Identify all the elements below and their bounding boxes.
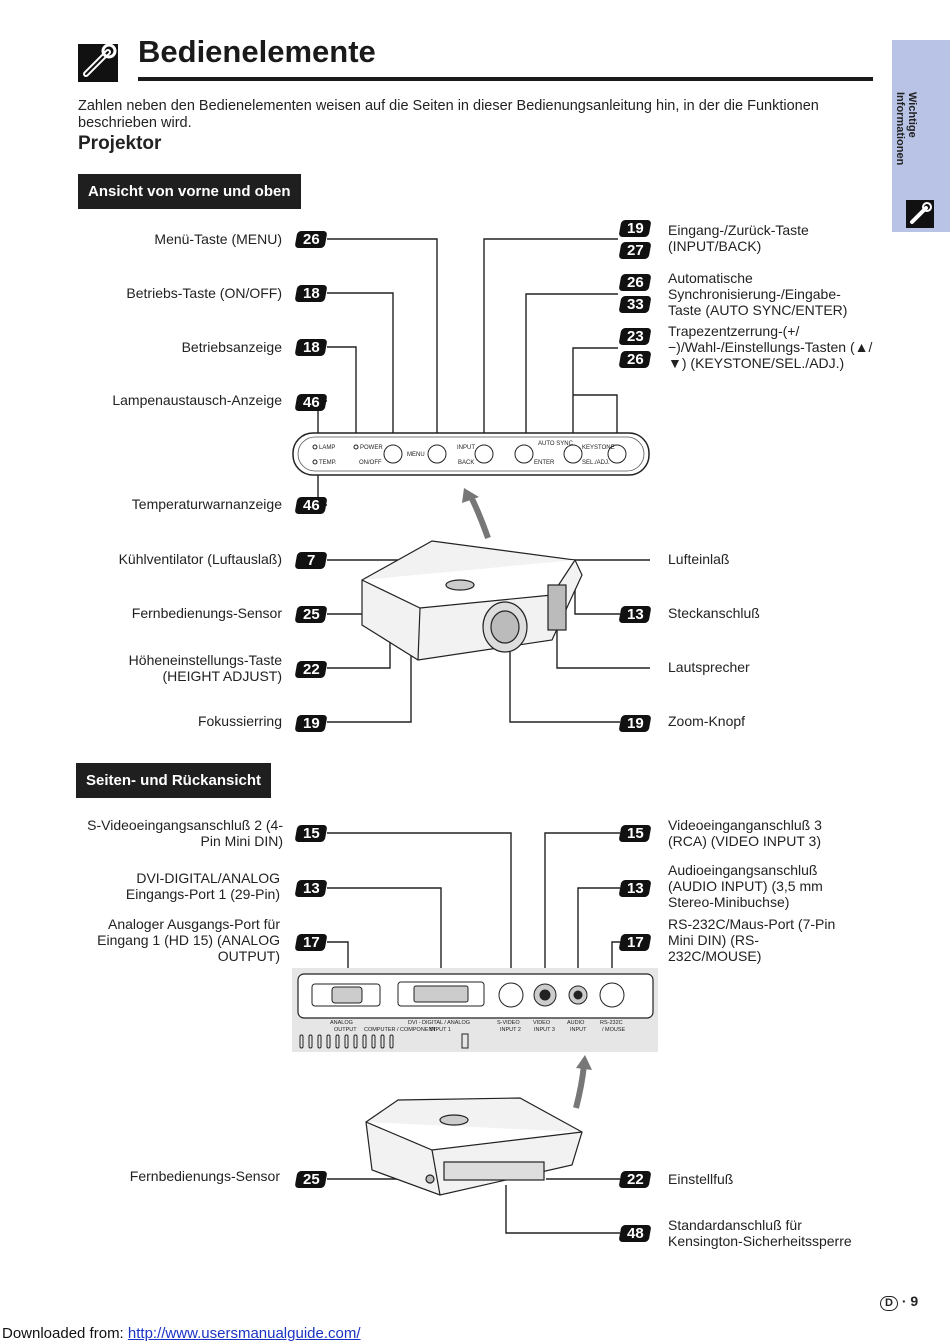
label-lamp-indicator: Lampenaustausch-Anzeige bbox=[112, 392, 282, 408]
projector-rear-illustration bbox=[365, 1097, 583, 1196]
label-adjust-foot: Einstellfuß bbox=[668, 1171, 734, 1187]
page-badge: 19 bbox=[618, 715, 652, 732]
page-badge: 19 bbox=[618, 220, 652, 237]
svg-text:INPUT 3: INPUT 3 bbox=[534, 1027, 555, 1033]
label-analog-output: Analoger Ausgangs-Port für Eingang 1 (HD… bbox=[97, 916, 280, 964]
svg-text:TEMP.: TEMP. bbox=[319, 460, 337, 466]
label-cooling-fan: Kühlventilator (Luftauslaß) bbox=[118, 551, 282, 567]
svg-text:/ MOUSE: / MOUSE bbox=[602, 1027, 626, 1033]
label-air-intake: Lufteinlaß bbox=[668, 551, 730, 567]
svg-text:KEYSTONE: KEYSTONE bbox=[582, 445, 615, 451]
label-rs232c-port: RS-232C/Maus-Port (7-Pin Mini DIN) (RS-2… bbox=[668, 916, 836, 964]
page-badge: 26 bbox=[618, 274, 652, 291]
svg-text:INPUT 2: INPUT 2 bbox=[500, 1027, 521, 1033]
svg-text:RS-232C: RS-232C bbox=[600, 1020, 623, 1026]
label-kensington: Standardanschluß für Kensington-Sicherhe… bbox=[668, 1217, 852, 1249]
section-rear-bar: Seiten- und Rückansicht bbox=[76, 763, 272, 798]
page-badge: 46 bbox=[294, 497, 328, 514]
page-badge: 46 bbox=[294, 394, 328, 411]
svg-text:INPUT: INPUT bbox=[457, 445, 475, 451]
svg-text:ANALOG: ANALOG bbox=[330, 1020, 353, 1026]
svg-text:LAMP: LAMP bbox=[319, 445, 335, 451]
svg-text:POWER: POWER bbox=[360, 445, 383, 451]
page-badge: 22 bbox=[294, 661, 328, 678]
section-heading: Projektor bbox=[78, 133, 162, 154]
page-badge: 25 bbox=[294, 606, 328, 623]
label-zoom-knob: Zoom-Knopf bbox=[668, 713, 746, 729]
svg-text:S-VIDEO: S-VIDEO bbox=[497, 1020, 520, 1026]
page-badge: 15 bbox=[618, 825, 652, 842]
control-panel-illustration: LAMP TEMP. POWER ON/OFF MENU INPUT BACK … bbox=[292, 432, 650, 476]
page-badge: 13 bbox=[618, 606, 652, 623]
label-temp-indicator: Temperaturwarnanzeige bbox=[131, 496, 282, 512]
page-badge: 17 bbox=[294, 934, 328, 951]
page-badge: 13 bbox=[294, 880, 328, 897]
label-power-button: Betriebs-Taste (ON/OFF) bbox=[126, 285, 282, 301]
svg-text:INPUT 1: INPUT 1 bbox=[430, 1027, 451, 1033]
svg-text:VIDEO: VIDEO bbox=[533, 1020, 551, 1026]
svg-text:OUTPUT: OUTPUT bbox=[334, 1027, 357, 1033]
svg-text:ENTER: ENTER bbox=[534, 460, 555, 466]
page-badge: 13 bbox=[618, 880, 652, 897]
label-focus-ring: Fokussierring bbox=[197, 713, 282, 729]
label-power-indicator: Betriebsanzeige bbox=[181, 339, 282, 355]
projector-front-illustration bbox=[361, 540, 583, 661]
page-number: D · 9 bbox=[880, 1293, 918, 1311]
label-svideo-port: S-Videoeingangsanschluß 2 (4-Pin Mini DI… bbox=[87, 817, 283, 849]
page-badge: 26 bbox=[618, 351, 652, 368]
section-front-bar: Ansicht von vorne und oben bbox=[78, 174, 301, 209]
page-badge: 15 bbox=[294, 825, 328, 842]
svg-text:SEL./ADJ.: SEL./ADJ. bbox=[582, 460, 610, 466]
label-audio-input: Audioeingangsanschluß (AUDIO INPUT) (3,5… bbox=[668, 862, 823, 910]
tools-icon bbox=[78, 43, 118, 82]
tools-icon bbox=[906, 200, 934, 228]
rear-panel-illustration: ANALOG OUTPUT COMPUTER / COMPONENT DVI -… bbox=[292, 968, 658, 1052]
label-remote-sensor-rear: Fernbedienungs-Sensor bbox=[129, 1168, 280, 1184]
page-badge: 23 bbox=[618, 328, 652, 345]
label-dvi-port: DVI-DIGITAL/ANALOG Eingangs-Port 1 (29-P… bbox=[125, 870, 280, 902]
svg-text:COMPUTER / COMPONENT: COMPUTER / COMPONENT bbox=[364, 1027, 436, 1033]
source-link[interactable]: http://www.usersmanualguide.com/ bbox=[127, 1325, 361, 1342]
page-badge: 7 bbox=[294, 552, 328, 569]
page-title: Bedienelemente bbox=[138, 34, 376, 69]
svg-text:MENU: MENU bbox=[407, 452, 425, 458]
label-height-adjust: Höheneinstellungs-Taste (HEIGHT ADJUST) bbox=[128, 652, 282, 684]
page-badge: 27 bbox=[618, 242, 652, 259]
page-badge: 17 bbox=[618, 934, 652, 951]
side-tab[interactable]: Wichtige Informationen bbox=[892, 40, 950, 232]
page-badge: 26 bbox=[294, 231, 328, 248]
label-keystone: Trapezentzerrung-(+/−)/Wahl-/Einstellung… bbox=[668, 323, 873, 371]
page-badge: 18 bbox=[294, 285, 328, 302]
page-badge: 19 bbox=[294, 715, 328, 732]
svg-text:AUDIO: AUDIO bbox=[567, 1020, 585, 1026]
page-badge: 48 bbox=[618, 1225, 652, 1242]
svg-text:AUTO SYNC: AUTO SYNC bbox=[538, 441, 574, 447]
side-tab-label: Wichtige Informationen bbox=[894, 92, 918, 166]
page-badge: 25 bbox=[294, 1171, 328, 1188]
svg-text:DVI - DIGITAL / ANALOG: DVI - DIGITAL / ANALOG bbox=[408, 1020, 470, 1026]
title-rule bbox=[138, 77, 873, 81]
label-auto-sync: Automatische Synchronisierung-/Eingabe-T… bbox=[668, 270, 848, 318]
label-input-back: Eingang-/Zurück-Taste (INPUT/BACK) bbox=[668, 222, 809, 254]
page-badge: 33 bbox=[618, 296, 652, 313]
footer: Downloaded from: http://www.usersmanualg… bbox=[2, 1325, 361, 1342]
label-plug-socket: Steckanschluß bbox=[668, 605, 760, 621]
label-video-input: Videoeinganganschluß 3 (RCA) (VIDEO INPU… bbox=[668, 817, 822, 849]
svg-text:INPUT: INPUT bbox=[570, 1027, 587, 1033]
label-menu-button: Menü-Taste (MENU) bbox=[154, 231, 282, 247]
label-speaker: Lautsprecher bbox=[668, 659, 750, 675]
svg-text:ON/OFF: ON/OFF bbox=[359, 460, 382, 466]
label-remote-sensor-front: Fernbedienungs-Sensor bbox=[131, 605, 282, 621]
svg-text:BACK: BACK bbox=[458, 460, 474, 466]
page-badge: 18 bbox=[294, 339, 328, 356]
intro-text: Zahlen neben den Bedienelementen weisen … bbox=[78, 98, 819, 131]
page-badge: 22 bbox=[618, 1171, 652, 1188]
